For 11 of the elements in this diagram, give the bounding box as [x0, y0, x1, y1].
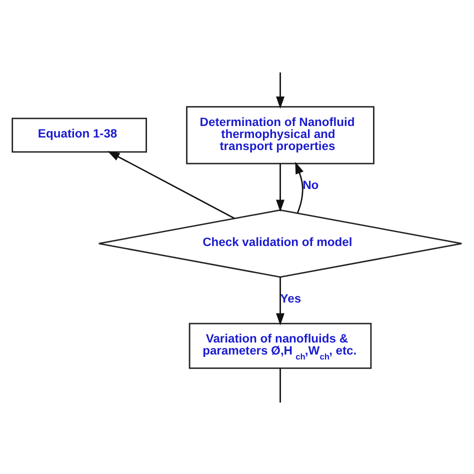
arrow — [108, 150, 235, 219]
edge-label: No — [302, 178, 319, 192]
node-box: Determination of Nanofluid thermophysical and transport properties — [186, 106, 374, 164]
connector — [280, 368, 281, 402]
arrow — [276, 163, 284, 212]
node-box: Variation of nanofluids & parameters Ø,H$_{ch}$,W$_{ch}$, etc. — [188, 322, 372, 368]
arrow — [295, 161, 304, 213]
node-box: Equation 1-38 — [12, 117, 147, 152]
arrow — [276, 276, 284, 325]
arrow — [276, 72, 284, 108]
node-diamond: Check validation of model — [98, 208, 462, 278]
